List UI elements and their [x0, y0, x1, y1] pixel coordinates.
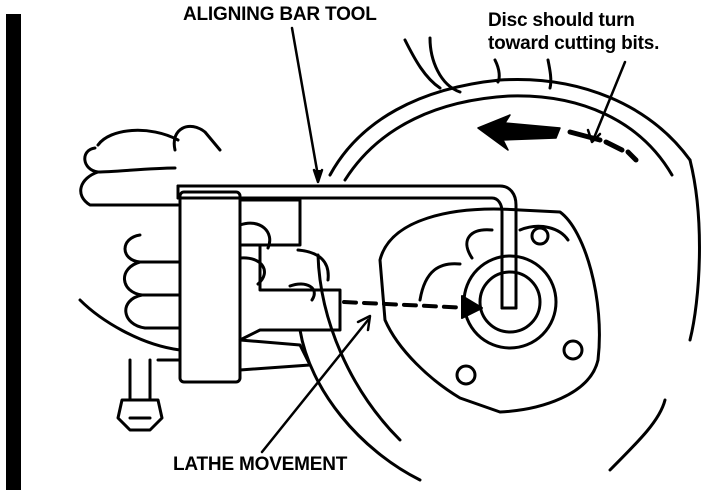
aligning-bar-tool: [176, 184, 518, 310]
lathe-leader-arrowhead: [356, 314, 372, 332]
disc-direction-note-line2: toward cutting bits.: [488, 33, 660, 54]
hands: [78, 125, 316, 352]
disc-leader-line: [592, 60, 627, 140]
disc-direction-note-line1: Disc should turn: [488, 10, 635, 31]
lower-handle: [116, 358, 164, 432]
disc-leader-arrowhead: [586, 128, 602, 144]
lathe-leader-line: [260, 318, 370, 454]
lathe-movement-label: LATHE MOVEMENT: [173, 454, 348, 475]
hub-flange: [378, 207, 601, 414]
lathe-movement-arrow: [342, 295, 483, 319]
brake-disc: [298, 36, 701, 482]
curved-arrow-icon: [477, 114, 639, 163]
tool-leader-line: [290, 26, 320, 178]
edge-bar: [6, 14, 21, 490]
tool-leader-arrowhead: [312, 168, 324, 184]
aligning-bar-tool-label: ALIGNING BAR TOOL: [183, 4, 377, 25]
